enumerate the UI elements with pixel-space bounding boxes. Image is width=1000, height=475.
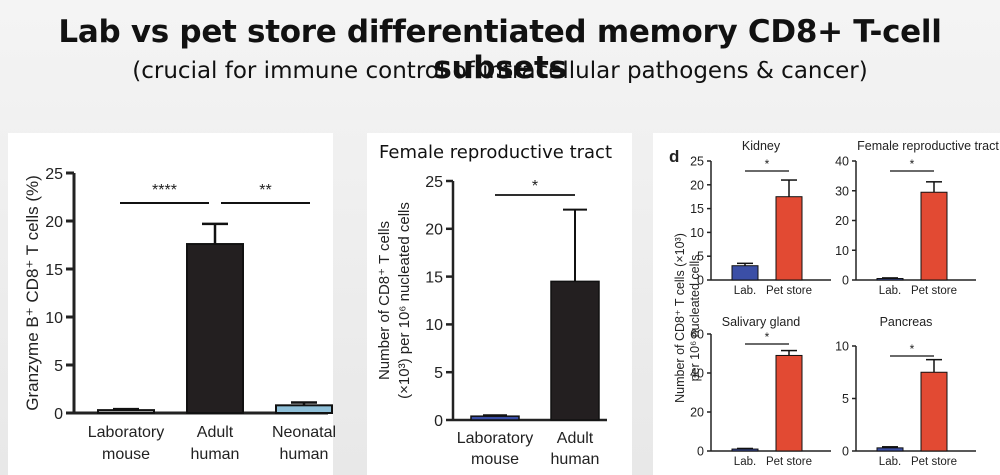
subplot-title: Pancreas bbox=[880, 315, 933, 329]
y-tick-label: 10 bbox=[690, 226, 704, 240]
y-tick-label: 25 bbox=[45, 166, 63, 183]
y-tick-label: 0 bbox=[842, 445, 849, 459]
y-tick-label: 0 bbox=[434, 413, 443, 430]
y-tick-label: 5 bbox=[842, 392, 849, 406]
significance-label: * bbox=[910, 157, 915, 171]
x-category-label: human bbox=[280, 446, 329, 463]
x-category-label: mouse bbox=[471, 451, 519, 468]
y-tick-label: 15 bbox=[690, 202, 704, 216]
bar bbox=[550, 280, 600, 421]
bar bbox=[876, 447, 904, 452]
panel-letter: d bbox=[669, 147, 679, 166]
bar bbox=[920, 371, 948, 452]
y-tick-label: 10 bbox=[45, 310, 63, 327]
bar bbox=[775, 196, 803, 281]
x-category-label: Pet store bbox=[766, 456, 812, 468]
y-tick-label: 20 bbox=[690, 178, 704, 192]
y-tick-label: 40 bbox=[835, 155, 849, 169]
subplot-title: Salivary gland bbox=[722, 315, 801, 329]
y-tick-label: 20 bbox=[690, 406, 704, 420]
y-tick-label: 10 bbox=[425, 317, 443, 334]
y-tick-label: 20 bbox=[425, 222, 443, 239]
bar bbox=[275, 404, 333, 415]
y-axis-label: Number of CD8⁺ T cells (×10³) bbox=[673, 233, 687, 403]
y-tick-label: 5 bbox=[54, 358, 63, 375]
y-tick-label: 15 bbox=[45, 262, 63, 279]
x-category-label: human bbox=[551, 451, 600, 468]
y-tick-label: 25 bbox=[425, 174, 443, 191]
chart-heading: Female reproductive tract bbox=[379, 142, 613, 163]
subplot-title: Kidney bbox=[742, 139, 781, 153]
x-category-label: Laboratory bbox=[457, 430, 534, 447]
x-category-label: Neonatal bbox=[272, 424, 336, 441]
x-category-label: Pet store bbox=[766, 285, 812, 297]
x-category-label: human bbox=[191, 446, 240, 463]
y-tick-label: 20 bbox=[45, 214, 63, 231]
x-category-label: Lab. bbox=[734, 456, 756, 468]
bar bbox=[920, 191, 948, 281]
significance-label: **** bbox=[152, 182, 177, 199]
y-tick-label: 20 bbox=[835, 214, 849, 228]
x-category-label: mouse bbox=[102, 446, 150, 463]
y-tick-label: 5 bbox=[434, 365, 443, 382]
x-category-label: Laboratory bbox=[88, 424, 165, 441]
x-category-label: Pet store bbox=[911, 285, 957, 297]
y-tick-label: 40 bbox=[690, 367, 704, 381]
y-tick-label: 10 bbox=[835, 244, 849, 258]
x-category-label: Lab. bbox=[734, 285, 756, 297]
y-tick-label: 0 bbox=[54, 406, 63, 423]
y-axis-label: per 10⁶ nucleated cells bbox=[688, 255, 702, 382]
slide-title: Lab vs pet store differentiated memory C… bbox=[58, 14, 942, 86]
y-tick-label: 30 bbox=[835, 184, 849, 198]
slide-subtitle: (crucial for immune control of intracell… bbox=[132, 58, 868, 84]
bar bbox=[470, 415, 520, 421]
bar bbox=[731, 265, 759, 281]
significance-label: * bbox=[910, 342, 915, 356]
x-category-label: Pet store bbox=[911, 456, 957, 468]
bar bbox=[97, 409, 155, 414]
x-category-label: Adult bbox=[197, 424, 234, 441]
x-category-label: Lab. bbox=[879, 456, 901, 468]
y-axis-label: Granzyme B⁺ CD8⁺ T cells (%) bbox=[23, 175, 42, 411]
y-tick-label: 0 bbox=[697, 445, 704, 459]
significance-label: * bbox=[765, 157, 770, 171]
y-tick-label: 15 bbox=[425, 269, 443, 286]
x-category-label: Lab. bbox=[879, 285, 901, 297]
subplot-title: Female reproductive tract bbox=[857, 139, 999, 153]
y-axis-label: (×10³) per 10⁶ nucleated cells bbox=[396, 202, 413, 399]
bar bbox=[186, 243, 244, 415]
y-tick-label: 5 bbox=[697, 250, 704, 264]
y-tick-label: 10 bbox=[835, 340, 849, 354]
significance-label: ** bbox=[259, 182, 271, 199]
bar bbox=[731, 448, 759, 452]
significance-label: * bbox=[532, 178, 538, 195]
x-category-label: Adult bbox=[557, 430, 594, 447]
y-tick-label: 25 bbox=[690, 155, 704, 169]
y-axis-label: Number of CD8⁺ T cells bbox=[376, 221, 393, 380]
significance-label: * bbox=[765, 330, 770, 344]
y-tick-label: 0 bbox=[697, 274, 704, 288]
bar bbox=[876, 278, 904, 281]
y-tick-label: 0 bbox=[842, 274, 849, 288]
bar bbox=[775, 354, 803, 452]
y-tick-label: 60 bbox=[690, 328, 704, 342]
